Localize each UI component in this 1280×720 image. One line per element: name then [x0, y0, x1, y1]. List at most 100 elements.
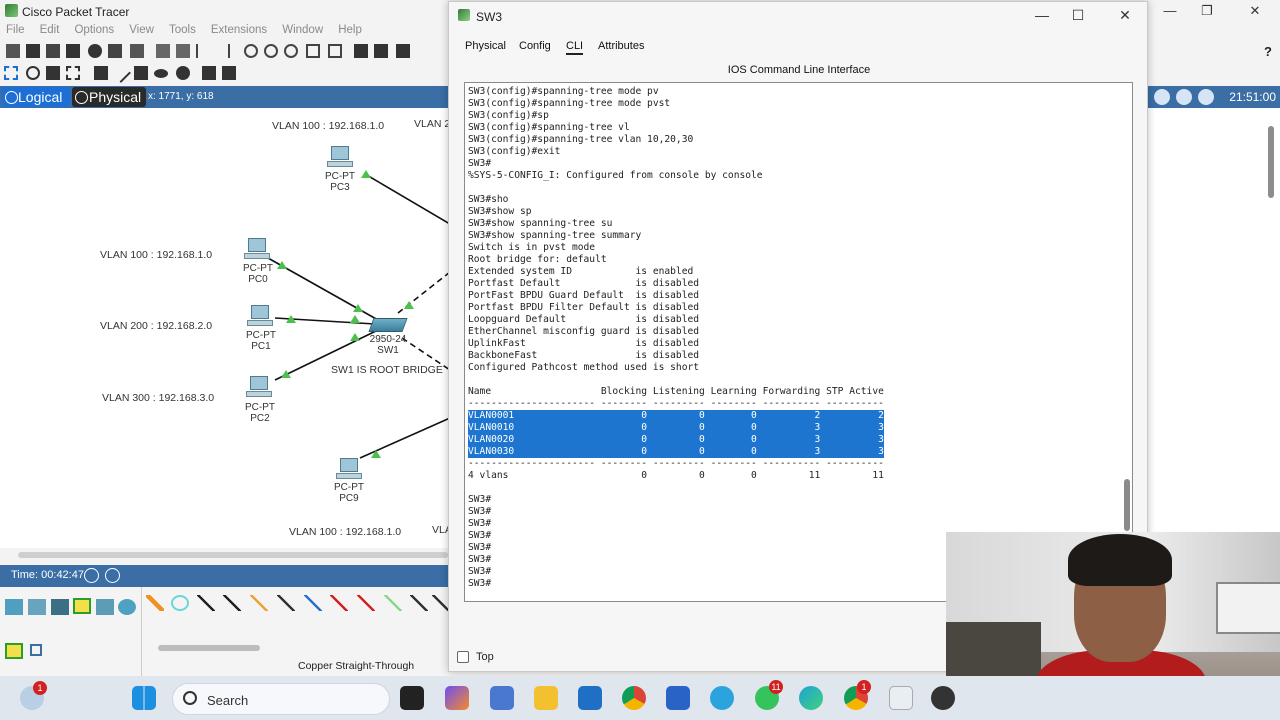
workspace-horizontal-scrollbar[interactable] — [18, 552, 448, 558]
freeform-icon[interactable] — [176, 66, 190, 80]
fast-forward-icon[interactable] — [105, 568, 120, 583]
rectangle-icon[interactable] — [134, 66, 148, 80]
cloud-icon[interactable] — [1154, 89, 1170, 105]
straight-through-cable-icon[interactable] — [197, 595, 215, 611]
undo-icon[interactable] — [196, 44, 210, 58]
viewport-toggle-icon[interactable] — [1198, 89, 1214, 105]
pc3-icon[interactable] — [327, 146, 353, 172]
usb-cable-icon[interactable] — [432, 595, 450, 611]
new-file-icon[interactable] — [6, 44, 20, 58]
dialog-maximize-icon[interactable]: ☐ — [1071, 7, 1085, 23]
telegram-icon[interactable] — [710, 686, 734, 710]
tab-physical-device[interactable]: Physical — [465, 40, 506, 52]
connection-grid-icon[interactable] — [30, 644, 42, 656]
info-icon[interactable] — [88, 44, 102, 58]
custom-device-icon[interactable] — [328, 44, 342, 58]
dialog-minimize-icon[interactable]: — — [1035, 7, 1049, 23]
menu-file[interactable]: File — [6, 24, 25, 36]
task-view-icon[interactable] — [400, 686, 424, 710]
tab-physical[interactable]: Physical — [72, 87, 146, 107]
obs-icon[interactable] — [931, 686, 955, 710]
misc-devices-icon[interactable] — [96, 599, 114, 615]
tray-scrollbar[interactable] — [158, 645, 260, 651]
zoom-reset-icon[interactable] — [264, 44, 278, 58]
move-icon[interactable] — [1176, 89, 1192, 105]
restore-icon[interactable]: ❐ — [1201, 3, 1213, 18]
link-pc9[interactable] — [359, 417, 450, 459]
components-icon[interactable] — [51, 599, 69, 615]
redo-icon[interactable] — [216, 44, 230, 58]
right-panel-scrollbar[interactable] — [1268, 126, 1274, 198]
windows-start-icon[interactable] — [132, 686, 156, 710]
open-folder-icon[interactable] — [26, 44, 40, 58]
drawing-palette-icon[interactable] — [306, 44, 320, 58]
connection-type-icon[interactable] — [5, 643, 23, 659]
resize-icon[interactable] — [66, 66, 80, 80]
octal-cable-icon[interactable] — [384, 595, 402, 611]
fiber-cable-icon[interactable] — [250, 595, 268, 611]
save-icon[interactable] — [46, 44, 60, 58]
pc1-icon[interactable] — [247, 305, 273, 331]
power-cycle-icon[interactable] — [84, 568, 99, 583]
logical-workspace[interactable]: VLAN 100 : 192.168.1.0 VLAN 2 VLAN 100 :… — [0, 108, 450, 548]
zoom-in-icon[interactable] — [244, 44, 258, 58]
pc0-icon[interactable] — [244, 238, 270, 264]
network-devices-icon[interactable] — [5, 599, 23, 615]
select-icon[interactable] — [4, 66, 18, 80]
activity-icon[interactable] — [396, 44, 410, 58]
inspect-icon[interactable] — [26, 66, 40, 80]
menu-tools[interactable]: Tools — [168, 24, 196, 36]
pc2-icon[interactable] — [246, 376, 272, 402]
menu-help[interactable]: Help — [338, 24, 362, 36]
copilot-icon[interactable] — [445, 686, 469, 710]
tab-config[interactable]: Config — [519, 40, 551, 52]
ellipse-icon[interactable] — [154, 69, 168, 78]
dialog-close-icon[interactable]: ✕ — [1119, 7, 1131, 23]
top-checkbox[interactable] — [457, 651, 469, 663]
console-cable-icon[interactable] — [171, 595, 189, 611]
iot-cable-icon[interactable] — [410, 595, 428, 611]
print-icon[interactable] — [66, 44, 80, 58]
edge-icon[interactable] — [799, 686, 823, 710]
copy-icon[interactable] — [156, 44, 170, 58]
complex-pdu-icon[interactable] — [222, 66, 236, 80]
cli-scrollbar[interactable] — [1124, 479, 1130, 531]
serial-dte-cable-icon[interactable] — [357, 595, 375, 611]
viewport-icon[interactable] — [354, 44, 368, 58]
link-pc3[interactable] — [364, 173, 450, 225]
wizard-icon[interactable] — [108, 44, 122, 58]
connections-icon[interactable] — [73, 598, 91, 614]
tab-cli[interactable]: CLI — [566, 40, 584, 55]
coaxial-cable-icon[interactable] — [304, 595, 322, 611]
store-icon[interactable] — [666, 686, 690, 710]
note-icon[interactable] — [94, 66, 108, 80]
tab-attributes[interactable]: Attributes — [598, 40, 645, 52]
end-devices-icon[interactable] — [28, 599, 46, 615]
switch-sw1-icon[interactable] — [368, 318, 408, 332]
close-icon[interactable]: ✕ — [1249, 3, 1261, 18]
delete-icon[interactable] — [46, 66, 60, 80]
auto-cable-icon[interactable] — [146, 595, 164, 611]
serial-dce-cable-icon[interactable] — [330, 595, 348, 611]
outlook-icon[interactable] — [578, 686, 602, 710]
crossover-cable-icon[interactable] — [223, 595, 241, 611]
chrome-icon[interactable] — [622, 686, 646, 710]
menu-options[interactable]: Options — [74, 24, 115, 36]
link-pc2-sw1[interactable] — [274, 329, 379, 381]
multiuser-icon[interactable] — [118, 599, 136, 615]
notepad-icon[interactable] — [490, 686, 514, 710]
menu-extensions[interactable]: Extensions — [210, 24, 268, 36]
simple-pdu-icon[interactable] — [202, 66, 216, 80]
pc9-icon[interactable] — [336, 458, 362, 484]
help-icon[interactable]: ? — [1264, 44, 1272, 59]
taskbar-search[interactable]: Search — [172, 683, 390, 715]
file-explorer-icon[interactable] — [534, 686, 558, 710]
menu-view[interactable]: View — [129, 24, 154, 36]
tab-logical[interactable]: Logical — [2, 87, 70, 107]
minimize-icon[interactable]: — — [1163, 3, 1177, 18]
paste-icon[interactable] — [176, 44, 190, 58]
packet-tracer-task-icon[interactable] — [889, 686, 913, 710]
menu-edit[interactable]: Edit — [39, 24, 60, 36]
network-info-icon[interactable] — [130, 44, 144, 58]
